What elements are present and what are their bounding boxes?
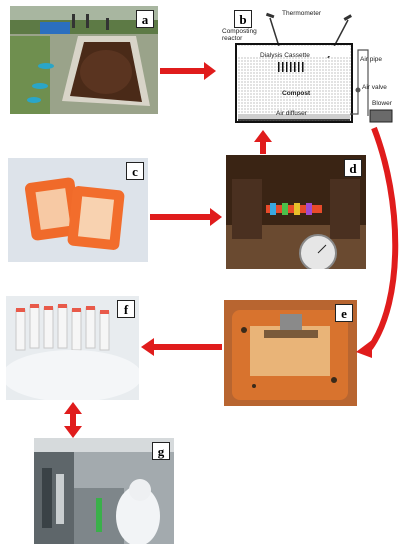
panel-g-lab-photo: g	[34, 438, 174, 544]
arrow-d-to-b	[254, 130, 272, 154]
blower-icon	[369, 109, 393, 123]
reactor-body	[235, 43, 353, 123]
panel-c-cassette-photo: c	[8, 158, 148, 262]
compost-pile-illustration	[10, 6, 158, 114]
panel-c-badge: c	[126, 162, 144, 180]
compost-label: Compost	[282, 90, 311, 97]
cassette-illustration	[8, 158, 148, 262]
cassette-label: Dialysis Cassette	[260, 52, 310, 59]
panel-b-reactor-schematic: b Thermometer Composting reactor Dialysi…	[220, 6, 396, 128]
thermometer-label: Thermometer	[282, 10, 322, 17]
arrow-f-g-bidirectional	[64, 402, 82, 438]
panel-a-compost-pile-photo: a	[10, 6, 158, 114]
panel-d-buried-cassette-photo: d	[226, 155, 366, 269]
air-pipe-label: Air pipe	[360, 56, 383, 63]
panel-e-recovered-cassette-photo: e	[224, 300, 357, 406]
panel-b-badge: b	[234, 10, 252, 28]
arrow-c-to-d	[150, 208, 222, 226]
panel-d-badge: d	[344, 159, 362, 177]
panel-g-badge: g	[152, 442, 170, 460]
panel-a-badge: a	[136, 10, 154, 28]
arrow-e-to-f	[141, 338, 222, 356]
arrow-a-to-b	[160, 62, 216, 80]
blower-label: Blower	[372, 100, 392, 107]
sample-tubes-illustration	[6, 296, 139, 400]
recovered-cassette-illustration	[224, 300, 357, 406]
thermometer-gauge-icon	[299, 234, 337, 269]
air-pipe-line	[350, 49, 369, 116]
diffuser-label: Air diffuser	[276, 110, 307, 117]
dialysis-cassette-icon	[278, 62, 304, 72]
reactor-diagram	[235, 12, 393, 123]
lab-illustration	[34, 438, 174, 544]
panel-f-sample-tubes-photo: f	[6, 296, 139, 400]
air-valve-icon	[355, 87, 361, 93]
buried-cassette-illustration	[226, 155, 366, 269]
reactor-label: Composting reactor	[222, 28, 257, 42]
panel-f-badge: f	[117, 300, 135, 318]
air-valve-label: Air valve	[362, 84, 387, 91]
panel-e-badge: e	[335, 304, 353, 322]
